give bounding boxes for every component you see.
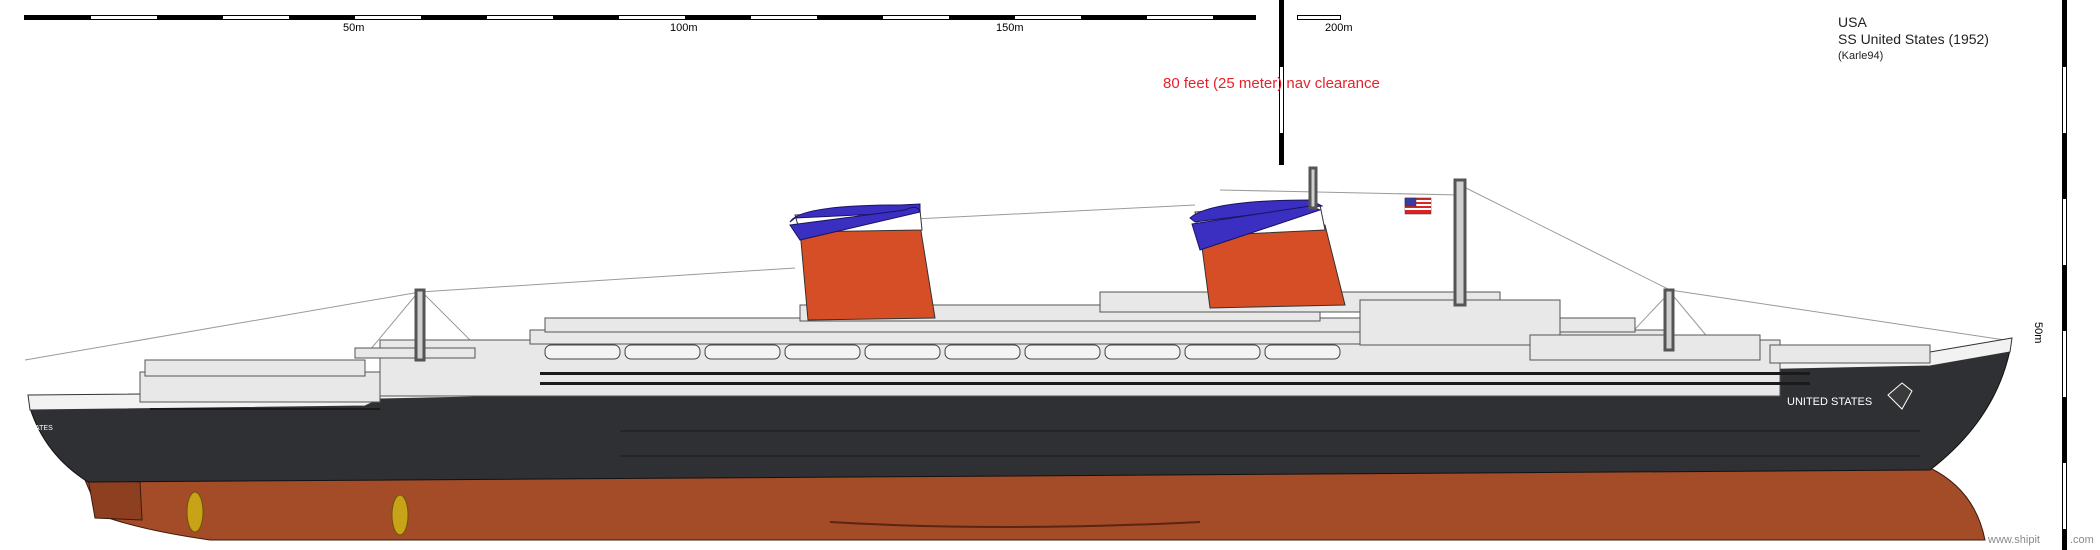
watermark-suffix: .com (2070, 534, 2094, 546)
rudder (87, 477, 143, 521)
funnel-forward (1189, 199, 1346, 309)
info-block: USA SS United States (1952) (Karle94) (1838, 14, 1989, 65)
us-flag (1404, 197, 1432, 215)
country-label: USA (1838, 14, 1867, 30)
hull-lower (84, 467, 1986, 541)
scale-bar-200m (1297, 15, 1341, 20)
hull-name: UNITED STATES (1787, 396, 1872, 408)
scale-label-150m: 150m (996, 22, 1024, 34)
scale-label-200m: 200m (1325, 22, 1353, 34)
scale-label-100m: 100m (670, 22, 698, 34)
funnel-forward-aft (789, 203, 936, 321)
propellers (186, 491, 409, 536)
watermark: www.shipit (1988, 534, 2040, 546)
anchor (1887, 382, 1913, 410)
nav-clearance-label: 80 feet (25 meter) nav clearance (1163, 75, 1380, 92)
nav-clearance-bar (1279, 0, 1284, 165)
credit-label: (Karle94) (1838, 50, 1884, 62)
lifeboats (544, 344, 1341, 360)
window-rows (150, 372, 1920, 457)
ship-name-label: SS United States (1952) (1838, 31, 1989, 47)
stern-name: ATES (35, 425, 53, 432)
scale-bar (24, 15, 1256, 20)
scale-label-50m: 50m (343, 22, 365, 34)
masts (414, 166, 1675, 362)
